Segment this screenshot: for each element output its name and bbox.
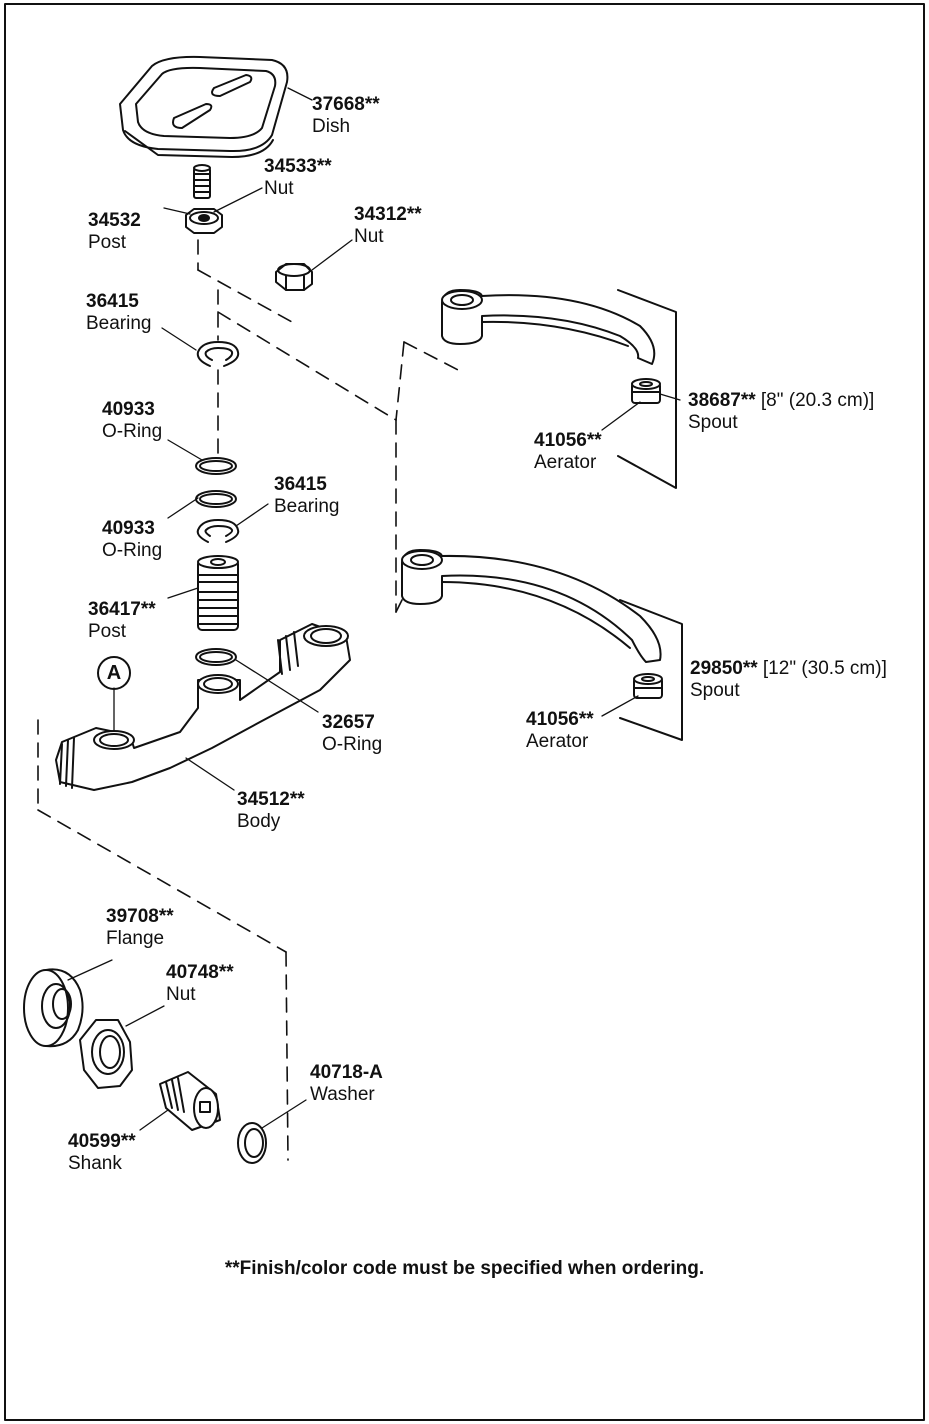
part-name: Shank bbox=[68, 1153, 122, 1174]
part-name: Post bbox=[88, 232, 127, 253]
label-post-top: 34532 Post bbox=[88, 210, 141, 254]
label-oring-2: 40933 O-Ring bbox=[102, 518, 162, 562]
label-flange: 39708** Flange bbox=[106, 906, 174, 950]
label-nut-shank: 40748** Nut bbox=[166, 962, 234, 1006]
nut-shank-drawing bbox=[79, 1019, 133, 1089]
nut-cap-drawing bbox=[275, 263, 313, 291]
spout-8-bracket bbox=[617, 289, 677, 489]
label-bearing-1: 36415 Bearing bbox=[86, 291, 152, 335]
dish-drawing bbox=[119, 55, 289, 158]
part-number: 32657 bbox=[322, 712, 375, 733]
part-name: Washer bbox=[310, 1084, 375, 1105]
leader-lines bbox=[67, 87, 681, 1131]
part-number: 34533** bbox=[264, 156, 332, 177]
label-oring-3: 32657 O-Ring bbox=[322, 712, 382, 756]
part-number: 34532 bbox=[88, 210, 141, 231]
oring-1-drawing bbox=[195, 457, 237, 475]
label-nut-top: 34533** Nut bbox=[264, 156, 332, 200]
part-number: 38687** bbox=[688, 390, 756, 411]
part-number: 40718-A bbox=[310, 1062, 383, 1083]
label-aerator-2: 41056** Aerator bbox=[526, 709, 594, 753]
part-number: 37668** bbox=[312, 94, 380, 115]
reference-callout-a: A bbox=[97, 656, 131, 690]
part-name: Dish bbox=[312, 116, 351, 137]
label-bearing-2: 36415 Bearing bbox=[274, 474, 340, 518]
label-body: 34512** Body bbox=[237, 789, 305, 833]
part-name: O-Ring bbox=[102, 421, 163, 442]
part-number: 40599** bbox=[68, 1131, 136, 1152]
spout-8-drawing bbox=[441, 289, 661, 404]
spout-12-bracket bbox=[619, 599, 683, 741]
part-size: [8" (20.3 cm)] bbox=[760, 390, 875, 411]
part-number: 34512** bbox=[237, 789, 305, 810]
label-oring-1: 40933 O-Ring bbox=[102, 399, 162, 443]
label-spout-12: 29850** [12" (30.5 cm)] Spout bbox=[690, 658, 887, 702]
part-name: Body bbox=[237, 811, 281, 832]
part-number: 41056** bbox=[534, 430, 602, 451]
label-aerator-1: 41056** Aerator bbox=[534, 430, 602, 474]
part-number: 36415 bbox=[274, 474, 327, 495]
bearing-2-drawing bbox=[196, 519, 240, 543]
page-border bbox=[4, 3, 925, 1421]
post-main-drawing bbox=[197, 555, 239, 631]
part-name: Post bbox=[88, 621, 127, 642]
part-number: 29850** bbox=[690, 658, 758, 679]
part-name: Aerator bbox=[534, 452, 597, 473]
label-post-main: 36417** Post bbox=[88, 599, 156, 643]
part-name: Spout bbox=[690, 680, 740, 701]
ordering-footnote: **Finish/color code must be specified wh… bbox=[224, 1258, 705, 1279]
oring-2-drawing bbox=[195, 490, 237, 508]
part-name: Bearing bbox=[274, 496, 340, 517]
part-name: Nut bbox=[354, 226, 384, 247]
part-number: 40933 bbox=[102, 518, 155, 539]
flange-drawing bbox=[23, 968, 84, 1048]
part-number: 34312** bbox=[354, 204, 422, 225]
part-name: Aerator bbox=[526, 731, 589, 752]
part-number: 40933 bbox=[102, 399, 155, 420]
nut-top-drawing bbox=[185, 208, 223, 234]
post-top-drawing bbox=[193, 164, 211, 199]
label-dish: 37668** Dish bbox=[312, 94, 380, 138]
shank-drawing bbox=[159, 1071, 221, 1131]
part-name: O-Ring bbox=[102, 540, 163, 561]
body-drawing bbox=[55, 623, 351, 791]
label-nut-cap: 34312** Nut bbox=[354, 204, 422, 248]
label-spout-8: 38687** [8" (20.3 cm)] Spout bbox=[688, 390, 874, 434]
part-name: Flange bbox=[106, 928, 165, 949]
part-name: Nut bbox=[166, 984, 196, 1005]
part-number: 39708** bbox=[106, 906, 174, 927]
part-name: O-Ring bbox=[322, 734, 383, 755]
alignment-lines bbox=[37, 239, 463, 1161]
part-name: Bearing bbox=[86, 313, 152, 334]
part-size: [12" (30.5 cm)] bbox=[762, 658, 887, 679]
part-number: 36415 bbox=[86, 291, 139, 312]
spout-12-drawing bbox=[401, 549, 663, 699]
label-shank: 40599** Shank bbox=[68, 1131, 136, 1175]
part-number: 41056** bbox=[526, 709, 594, 730]
part-number: 40748** bbox=[166, 962, 234, 983]
bearing-1-drawing bbox=[196, 341, 240, 367]
oring-3-drawing bbox=[195, 648, 237, 666]
label-washer: 40718-A Washer bbox=[310, 1062, 383, 1106]
part-name: Spout bbox=[688, 412, 738, 433]
part-number: 36417** bbox=[88, 599, 156, 620]
washer-drawing bbox=[237, 1122, 267, 1164]
part-name: Nut bbox=[264, 178, 294, 199]
